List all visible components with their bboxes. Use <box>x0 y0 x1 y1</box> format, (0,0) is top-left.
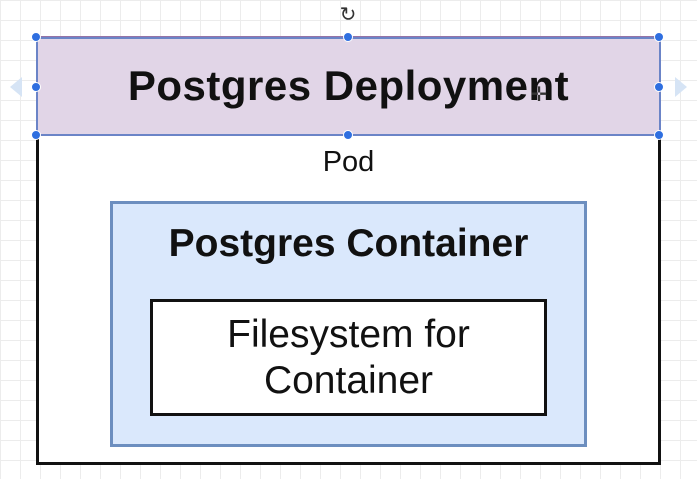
resize-handle-right[interactable] <box>654 82 664 92</box>
filesystem-box[interactable]: Filesystem for Container <box>150 299 547 416</box>
arrow-right-icon[interactable] <box>675 77 687 97</box>
deployment-box[interactable]: Postgres Deployment <box>36 36 661 136</box>
resize-handle-top-right[interactable] <box>654 32 664 42</box>
pod-label: Pod <box>322 146 375 178</box>
resize-handle-top[interactable] <box>343 32 353 42</box>
filesystem-label-line2: Container <box>263 358 434 402</box>
arrow-left-icon[interactable] <box>10 77 22 97</box>
resize-handle-left[interactable] <box>31 82 41 92</box>
resize-handle-bottom-left[interactable] <box>31 130 41 140</box>
resize-handle-top-left[interactable] <box>31 32 41 42</box>
resize-handle-bottom-right[interactable] <box>654 130 664 140</box>
filesystem-label-line1: Filesystem for <box>227 312 470 356</box>
deployment-title: Postgres Deployment <box>127 62 570 109</box>
resize-handle-bottom[interactable] <box>343 130 353 140</box>
move-cursor-icon: ✛ <box>530 84 548 106</box>
container-title: Postgres Container <box>168 222 529 265</box>
rotate-icon[interactable]: ↻ <box>339 4 357 26</box>
